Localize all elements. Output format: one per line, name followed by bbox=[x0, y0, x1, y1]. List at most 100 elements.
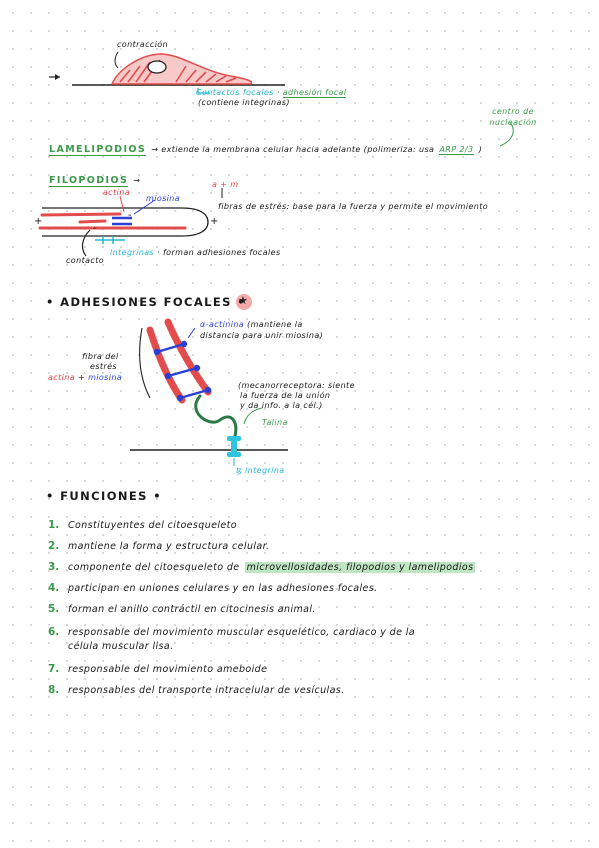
mecano-line-1: (mecanorreceptora: siente bbox=[238, 381, 355, 390]
integrins-row: integrinas · forman adhesiones focales bbox=[110, 248, 281, 257]
adhesiones-title: ADHESIONES FOCALES bbox=[60, 295, 232, 309]
arp-label: ARP 2/3 bbox=[439, 145, 474, 155]
actin-filament-mid bbox=[78, 219, 107, 224]
label-contains-integrins: (contiene integrinas) bbox=[198, 98, 290, 107]
label-contraction: contracción bbox=[117, 40, 169, 49]
alpha-actinin-dots bbox=[153, 340, 212, 402]
label-integrinas: integrinas bbox=[110, 248, 155, 257]
alpha-row-1: α-actinina (mantiene la bbox=[200, 320, 303, 329]
cell-migration-drawing bbox=[49, 51, 514, 147]
separator: · bbox=[276, 88, 283, 97]
funcion-text: Constituyentes del citoesqueleto bbox=[68, 520, 237, 531]
talin-strand bbox=[194, 394, 238, 442]
filopodia-diagram bbox=[38, 188, 223, 257]
arrow-head bbox=[55, 74, 60, 80]
funcion-text: forman el anillo contráctil en citocines… bbox=[68, 604, 316, 615]
bullet-2: • bbox=[46, 489, 61, 503]
label-forman: forman adhesiones focales bbox=[162, 248, 281, 257]
funciones-title: FUNCIONES bbox=[60, 489, 148, 503]
integrin-prefix: ꜩ bbox=[236, 466, 246, 475]
integrin-foot bbox=[227, 452, 241, 457]
mecano-line-3: y da info. a la cél.) bbox=[240, 401, 323, 410]
funcion-number: 8. bbox=[48, 684, 60, 696]
label-talina: Talina bbox=[262, 418, 288, 427]
closing-paren: ) bbox=[478, 145, 483, 154]
filopodios-row: FILOPODIOS → bbox=[49, 168, 140, 187]
bullet-after: • bbox=[231, 295, 246, 309]
funcion-item: 7. responsable del movimiento ameboide bbox=[48, 657, 267, 676]
miosina-pointer bbox=[133, 199, 156, 215]
talin-pointer bbox=[243, 407, 263, 425]
integrin-marks bbox=[102, 236, 114, 244]
fibra-bracket bbox=[139, 327, 151, 399]
funcion-text: responsable del movimiento ameboide bbox=[68, 664, 268, 675]
alpha-pointer bbox=[187, 327, 196, 339]
integrin-head bbox=[227, 436, 241, 441]
funcion-item: 5. forman el anillo contráctil en citocin… bbox=[48, 597, 316, 616]
star-icon: ★ bbox=[238, 294, 248, 307]
label-miosina: miosina bbox=[146, 194, 181, 203]
plus-right: + bbox=[210, 216, 219, 227]
label-stress-fibers: fibras de estrés: base para la fuerza y … bbox=[218, 202, 489, 211]
bullet-after-2: • bbox=[147, 489, 162, 503]
arrow-glyph: → bbox=[151, 145, 162, 154]
funcion-item: 2. mantiene la forma y estructura celular… bbox=[48, 534, 269, 553]
funcion-number: 2. bbox=[48, 540, 60, 552]
alpha-note-1: (mantiene la bbox=[247, 320, 303, 329]
funcion-number: 7. bbox=[48, 663, 60, 675]
funcion-item: 6. responsable del movimiento muscular es… bbox=[48, 620, 415, 639]
alpha-actinin-rungs bbox=[156, 342, 209, 400]
fibra-label-2: estrés bbox=[90, 362, 118, 371]
cell-body bbox=[110, 53, 253, 85]
fibra-composition: actina + miosina bbox=[48, 373, 122, 382]
fibra-miosina: miosina bbox=[88, 373, 123, 382]
funcion-number: 4. bbox=[48, 582, 60, 594]
actina-pointer bbox=[119, 195, 125, 213]
label-integrina: ꜩ integrina bbox=[236, 466, 285, 475]
am-text: a + m bbox=[212, 180, 239, 189]
contact-curve bbox=[81, 229, 91, 257]
arrow-glyph-2: → bbox=[133, 176, 141, 185]
separator-2: · bbox=[157, 248, 163, 257]
funcion-text: mantiene la forma y estructura celular. bbox=[68, 541, 270, 552]
funcion-number: 5. bbox=[48, 603, 60, 615]
funcion-number: 1. bbox=[48, 519, 60, 531]
funcion-item: 1. Constituyentes del citoesqueleto bbox=[48, 513, 237, 532]
minus-right: - bbox=[128, 210, 132, 221]
cell-hatching bbox=[119, 59, 237, 83]
funcion-text: participan en uniones celulares y en las… bbox=[68, 583, 378, 594]
funcion-number: 3. bbox=[48, 561, 60, 573]
funcion-item: 4. participan en uniones celulares y en l… bbox=[48, 576, 378, 595]
label-contacto: contacto bbox=[66, 256, 105, 265]
lamelipodios-text: extiende la membrana celular hacia adela… bbox=[161, 145, 435, 154]
adhesiones-heading: • ADHESIONES FOCALES • bbox=[46, 295, 246, 309]
fibra-label-1: fibra del bbox=[82, 352, 119, 361]
star-badge-bg bbox=[236, 294, 252, 310]
label-actina: actina bbox=[103, 188, 131, 197]
filopodios-title: FILOPODIOS bbox=[49, 175, 129, 187]
integrina-text: integrina bbox=[245, 466, 285, 475]
fibra-plus: + bbox=[78, 373, 86, 382]
funcion-item: 8. responsables del transporte intracelul… bbox=[48, 678, 345, 697]
funcion-item: 3.componente del citoesqueleto de microv… bbox=[48, 555, 476, 574]
integrin-stem bbox=[231, 440, 237, 454]
funcion-highlight: microvellosidades, filopodios y lamelipo… bbox=[244, 562, 476, 573]
label-am: a + m bbox=[212, 180, 238, 189]
minus-left: - bbox=[93, 223, 97, 234]
stress-fiber-right bbox=[164, 318, 212, 396]
label-focal-adhesion: adhesión focal bbox=[282, 88, 347, 98]
bullet: • bbox=[46, 295, 61, 309]
label-alpha-actinina: α-actinina bbox=[200, 320, 245, 329]
fibra-actina: actina bbox=[48, 373, 76, 382]
filopodium-membrane bbox=[42, 207, 209, 237]
actin-filament-top bbox=[40, 212, 122, 217]
mecano-line-2: la fuerza de la unión bbox=[240, 391, 331, 400]
funcion-text: responsable del movimiento muscular esqu… bbox=[68, 627, 416, 638]
nucleus bbox=[147, 60, 167, 74]
funcion-number: 6. bbox=[48, 626, 60, 638]
funcion-text: responsables del transporte intracelular… bbox=[68, 685, 345, 696]
focal-adhesion-diagram bbox=[130, 294, 288, 466]
focal-contacts-row: Contactos focales · adhesión focal bbox=[196, 88, 347, 98]
alpha-note-2: distancia para unir miosina) bbox=[200, 331, 324, 340]
